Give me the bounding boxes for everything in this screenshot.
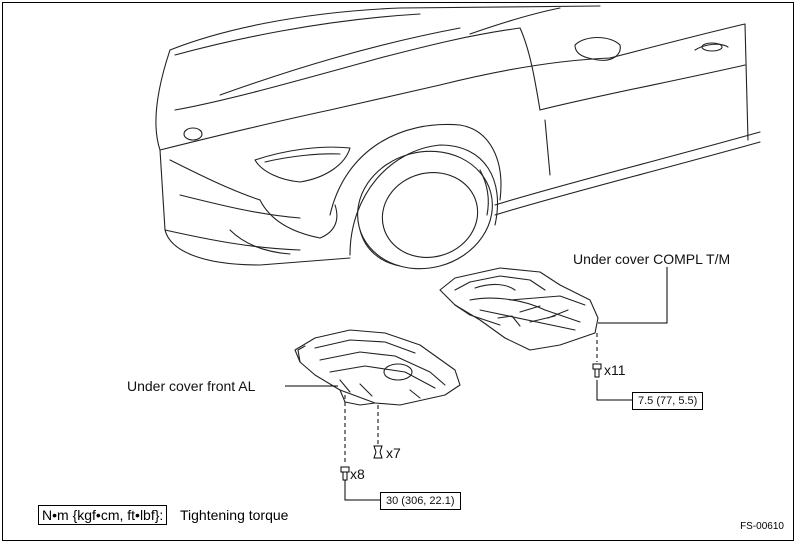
qty-x7: x7	[386, 445, 401, 461]
qty-x8: x8	[350, 466, 365, 482]
torque-box-front: 30 (306, 22.1)	[380, 492, 461, 510]
torque-box-tm: 7.5 (77, 5.5)	[632, 392, 704, 410]
under-cover-front-part	[294, 329, 461, 406]
leader-torque-tm	[596, 380, 632, 401]
leader-tm	[598, 267, 668, 324]
figure-code: FS-00610	[740, 521, 784, 532]
label-under-cover-tm: Under cover COMPL T/M	[573, 251, 731, 267]
clip-icon-front	[373, 445, 383, 459]
under-cover-tm-part	[439, 267, 599, 351]
leader-torque-front	[344, 480, 380, 501]
legend-meaning: Tightening torque	[180, 507, 289, 523]
bolt-icon-front	[340, 466, 350, 481]
car-outline	[155, 5, 761, 270]
label-under-cover-front: Under cover front AL	[127, 378, 256, 394]
bolt-icon-tm	[592, 363, 602, 378]
qty-x11: x11	[604, 362, 626, 378]
legend-units-box: N•m {kgf•cm, ft•lbf}:	[38, 505, 168, 525]
